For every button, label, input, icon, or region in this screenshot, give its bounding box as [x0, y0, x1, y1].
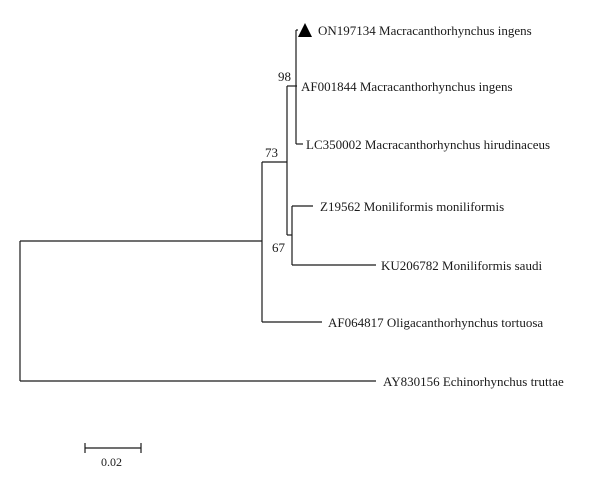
- bootstrap-value-98: 98: [278, 69, 291, 84]
- taxon-label-af064817: AF064817 Oligacanthorhynchus tortuosa: [328, 315, 543, 330]
- bootstrap-value-73: 73: [265, 145, 278, 160]
- taxon-label-af001844: AF001844 Macracanthorhynchus ingens: [301, 79, 513, 94]
- taxon-label-on197134: ON197134 Macracanthorhynchus ingens: [318, 23, 532, 38]
- taxon-label-ay830156: AY830156 Echinorhynchus truttae: [383, 374, 564, 389]
- scale-bar-label: 0.02: [101, 455, 122, 469]
- taxon-label-ku206782: KU206782 Moniliformis saudi: [381, 258, 542, 273]
- taxon-label-z19562: Z19562 Moniliformis moniliformis: [320, 199, 504, 214]
- bootstrap-value-67: 67: [272, 240, 286, 255]
- scale-bar: 0.02: [84, 443, 142, 469]
- triangle-marker-icon: [298, 23, 312, 37]
- taxon-label-lc350002: LC350002 Macracanthorhynchus hirudinaceu…: [306, 137, 550, 152]
